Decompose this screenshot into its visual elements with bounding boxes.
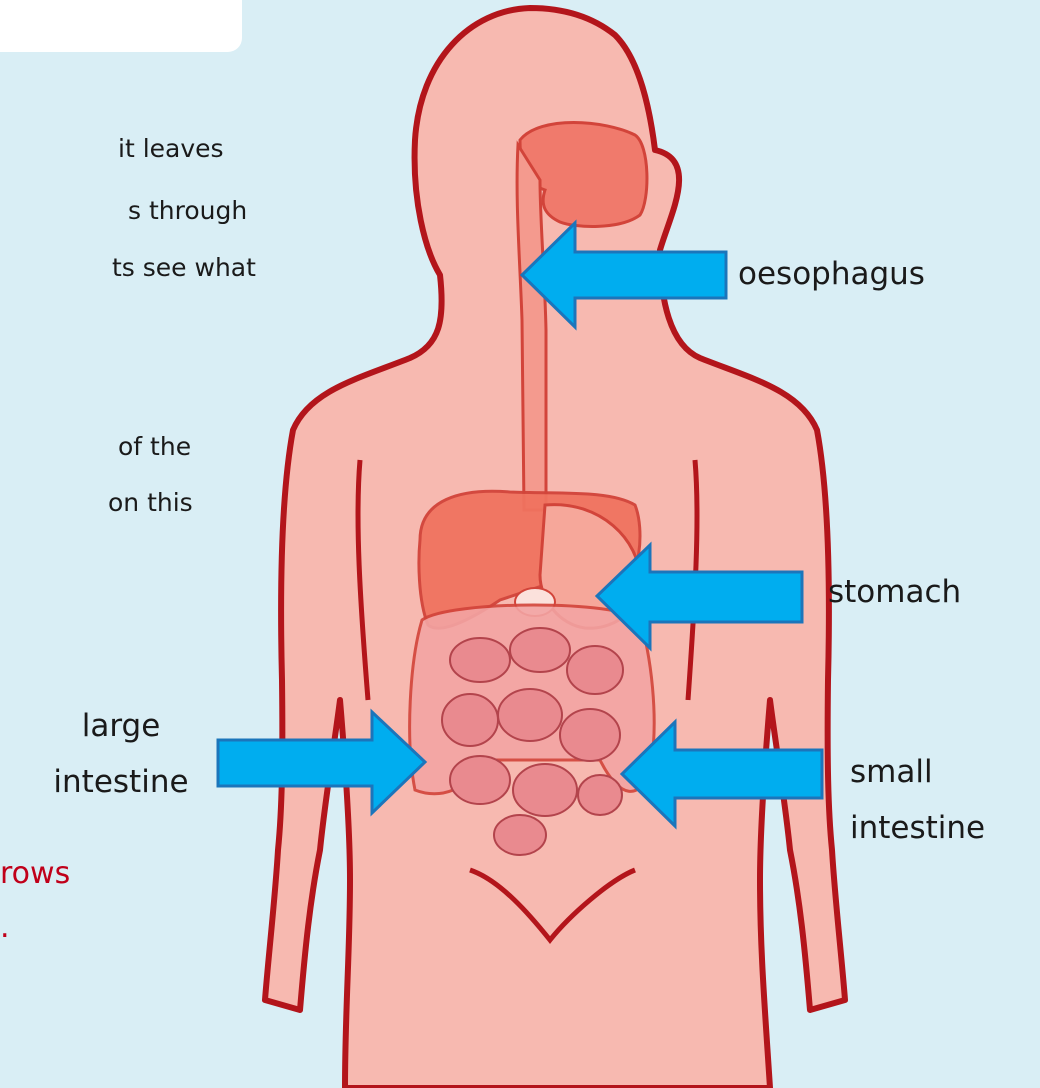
- label-large-intestine-line-2: intestine: [14, 764, 228, 800]
- label-large-intestine: large intestine: [14, 708, 228, 800]
- label-stomach: stomach: [828, 574, 961, 610]
- label-small-intestine: small intestine: [850, 754, 985, 846]
- label-small-intestine-line-2: intestine: [850, 810, 985, 846]
- label-oesophagus: oesophagus: [738, 256, 925, 292]
- label-small-intestine-line-1: small: [850, 754, 985, 790]
- label-large-intestine-line-1: large: [14, 708, 228, 744]
